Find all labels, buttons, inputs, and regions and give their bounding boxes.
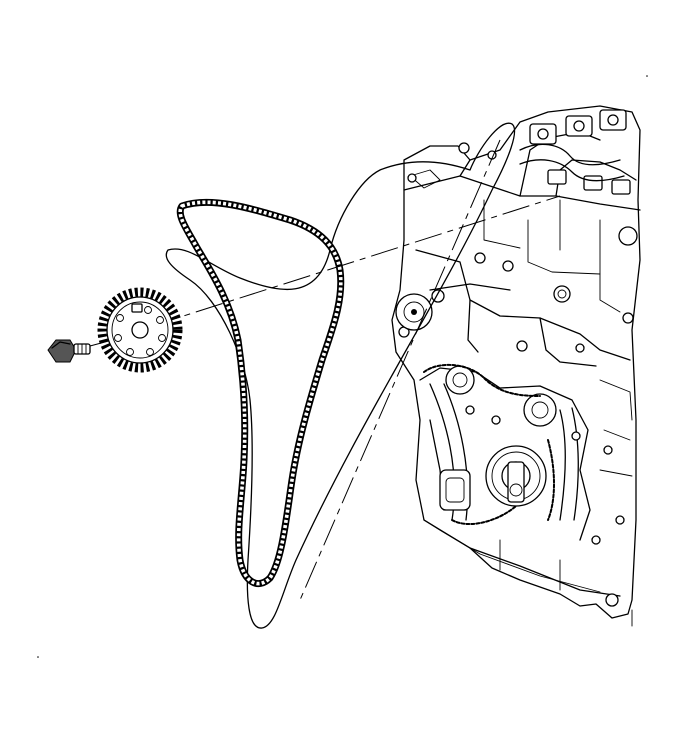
- chain-alignment-line: [299, 139, 501, 601]
- engine-crank-sprocket: [485, 445, 547, 507]
- engine-block: [391, 105, 641, 627]
- camshaft-caps: [519, 109, 631, 195]
- upper-idler-sprocket: [395, 293, 433, 331]
- sprocket-centerline: [151, 195, 561, 327]
- registration-mark: [37, 656, 39, 658]
- engine-chain-links: [423, 363, 555, 525]
- chain-tensioner: [439, 469, 471, 511]
- crankshaft-sprocket: [97, 287, 183, 373]
- crankshaft-sprocket-bolt: [47, 339, 91, 363]
- timing-chain: [176, 198, 345, 587]
- registration-mark: [646, 75, 648, 77]
- head-bolts: [398, 142, 634, 353]
